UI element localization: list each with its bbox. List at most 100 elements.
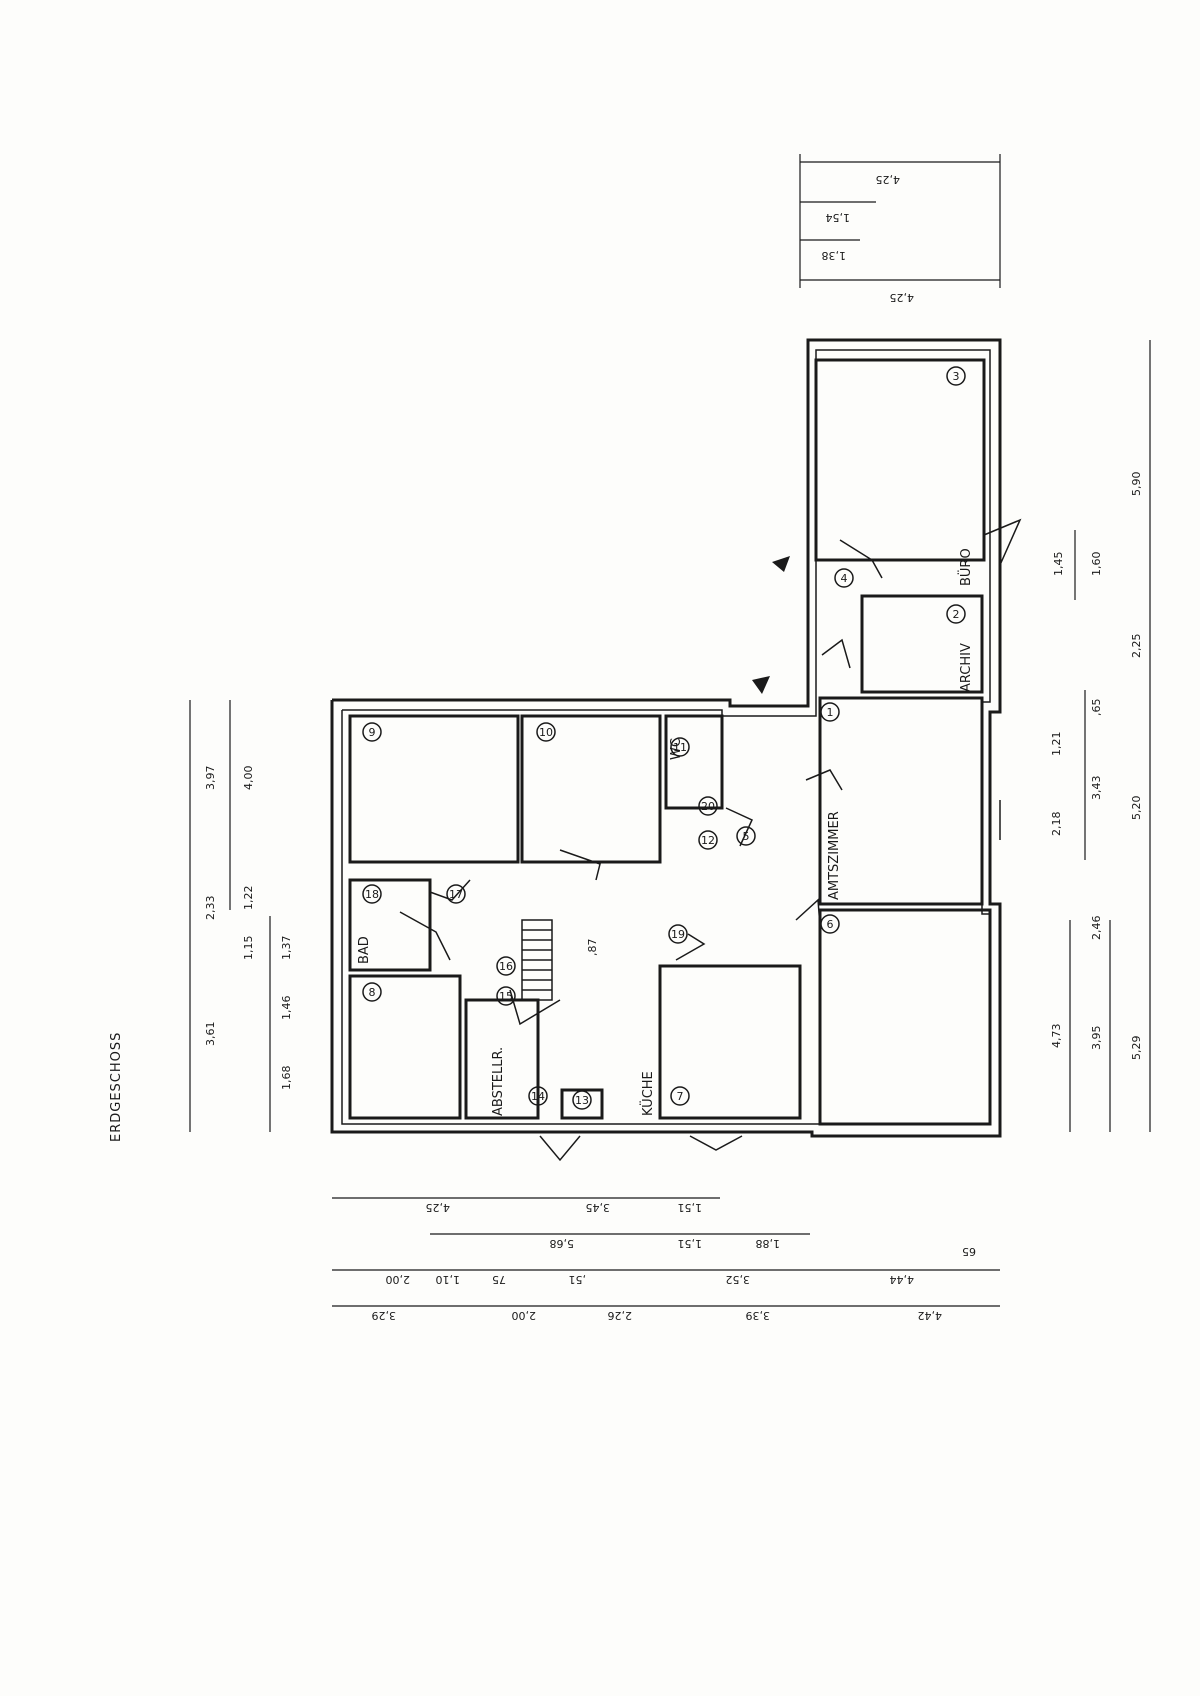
- room-label-wc: WC: [669, 738, 684, 760]
- room-marker: 10: [536, 722, 556, 742]
- windows: [331, 400, 1001, 1137]
- room-marker: 20: [698, 796, 718, 816]
- room-marker: 14: [528, 1086, 548, 1106]
- dimension-label: 1,21: [1050, 732, 1063, 757]
- svg-text:15: 15: [499, 990, 513, 1003]
- dimension-label: 75: [492, 1273, 506, 1286]
- dimension-lines: [189, 154, 1151, 1307]
- dimension-label: 1,54: [826, 211, 851, 224]
- room-marker: 17: [446, 884, 466, 904]
- dimension-label: 1,88: [756, 1237, 781, 1250]
- room-marker: 15: [496, 986, 516, 1006]
- dimension-label: 1,68: [280, 1066, 293, 1091]
- svg-text:16: 16: [499, 960, 513, 973]
- entrance-marker-upper: [772, 556, 790, 572]
- dimension-label: 1,51: [678, 1201, 703, 1214]
- room-11-walls: [664, 714, 724, 810]
- room-marker: 18: [362, 884, 382, 904]
- room-10-walls: [520, 714, 662, 864]
- dimension-label: 2,18: [1050, 812, 1063, 837]
- dimension-label: 5,20: [1130, 796, 1143, 821]
- dimension-label: 3,95: [1090, 1026, 1103, 1051]
- dimension-label: 3,52: [726, 1273, 751, 1286]
- dimension-label: 2,33: [204, 896, 217, 921]
- dimension-label: 2,00: [512, 1309, 537, 1322]
- room-7-walls: [658, 964, 802, 1120]
- room-label-kueche: KÜCHE: [639, 1071, 656, 1116]
- room-labels: AMTSZIMMER ARCHIV BÜRO KÜCHE WC ABSTELLR…: [357, 548, 974, 1116]
- room-8-walls: [348, 974, 462, 1120]
- svg-text:13: 13: [575, 1094, 589, 1107]
- room-marker: 7: [670, 1086, 690, 1106]
- room-label-buero: BÜRO: [957, 548, 974, 586]
- entrance-marker-lower: [752, 676, 770, 694]
- dimension-label: 1,15: [242, 936, 255, 961]
- svg-text:18: 18: [365, 888, 379, 901]
- dimension-label: 4,73: [1050, 1024, 1063, 1049]
- svg-text:2: 2: [953, 608, 960, 621]
- dimension-label: 3,45: [586, 1201, 611, 1214]
- svg-text:12: 12: [701, 834, 715, 847]
- dimension-label: 1,22: [242, 886, 255, 911]
- room-label-archiv: ARCHIV: [959, 643, 974, 692]
- dimension-label: ,51: [569, 1273, 587, 1286]
- room-14-walls: [464, 998, 540, 1120]
- dimension-label: 1,10: [436, 1273, 461, 1286]
- dimension-label: 2,46: [1090, 916, 1103, 941]
- dimension-label: 3,61: [204, 1022, 217, 1047]
- room-label-abstellraum: ABSTELLR.: [491, 1047, 506, 1116]
- room-label-bad: BAD: [357, 936, 372, 964]
- room-marker: 16: [496, 956, 516, 976]
- room-marker: 4: [834, 568, 854, 588]
- dimension-labels: 4,25 1,54 1,38 4,25 5,90 1,45 1,60 2,25 …: [204, 173, 1143, 1322]
- room-marker: 8: [362, 982, 382, 1002]
- room-6-walls: [818, 908, 992, 1126]
- svg-text:6: 6: [827, 918, 834, 931]
- dimension-label: 5,90: [1130, 472, 1143, 497]
- room-13-walls: [560, 1088, 604, 1120]
- svg-text:4: 4: [841, 572, 848, 585]
- svg-text:19: 19: [671, 928, 685, 941]
- room-3-walls: [814, 358, 986, 562]
- room-marker: 1: [820, 702, 840, 722]
- room-marker: 2: [946, 604, 966, 624]
- floor-plan: [330, 338, 1022, 1162]
- dimension-label: 2,25: [1130, 634, 1143, 659]
- room-9-walls: [348, 714, 520, 864]
- sheet-title: ERDGESCHOSS: [109, 1032, 124, 1142]
- room-marker: 5: [736, 826, 756, 846]
- svg-text:1: 1: [827, 706, 834, 719]
- stair-mark: ,87: [586, 939, 599, 957]
- room-marker: 11: [670, 737, 690, 757]
- room-marker: 3: [946, 366, 966, 386]
- dimension-label: 4,00: [242, 766, 255, 791]
- staircase: [521, 919, 553, 1001]
- room-marker: 13: [572, 1090, 592, 1110]
- dimension-label: 3,29: [372, 1309, 397, 1322]
- dimension-label: 5,68: [550, 1237, 575, 1250]
- dimension-label: 4,25: [876, 173, 901, 186]
- svg-text:3: 3: [953, 370, 960, 383]
- dimension-label: 1,60: [1090, 552, 1103, 577]
- dimension-label: 4,25: [426, 1201, 451, 1214]
- dimension-label: 1,37: [280, 936, 293, 961]
- room-marker: 6: [820, 914, 840, 934]
- dimension-label: 4,25: [890, 291, 915, 304]
- room-marker: 12: [698, 830, 718, 850]
- svg-text:8: 8: [369, 986, 376, 999]
- room-marker: 9: [362, 722, 382, 742]
- dimension-label: 1,51: [678, 1237, 703, 1250]
- room-2-walls: [860, 594, 984, 694]
- svg-text:14: 14: [531, 1090, 545, 1103]
- dimension-label: 65: [962, 1245, 976, 1258]
- room-marker: 19: [668, 924, 688, 944]
- svg-text:20: 20: [701, 800, 715, 813]
- room-markers: 1 2 3 4 5 6 7 8 9 10 11: [362, 366, 966, 1110]
- room-label-amtszimmer: AMTSZIMMER: [827, 811, 842, 900]
- dimension-label: 3,43: [1090, 776, 1103, 801]
- svg-text:9: 9: [369, 726, 376, 739]
- dimension-label: 2,26: [608, 1309, 633, 1322]
- dimension-label: 4,44: [890, 1273, 915, 1286]
- svg-text:11: 11: [673, 741, 687, 754]
